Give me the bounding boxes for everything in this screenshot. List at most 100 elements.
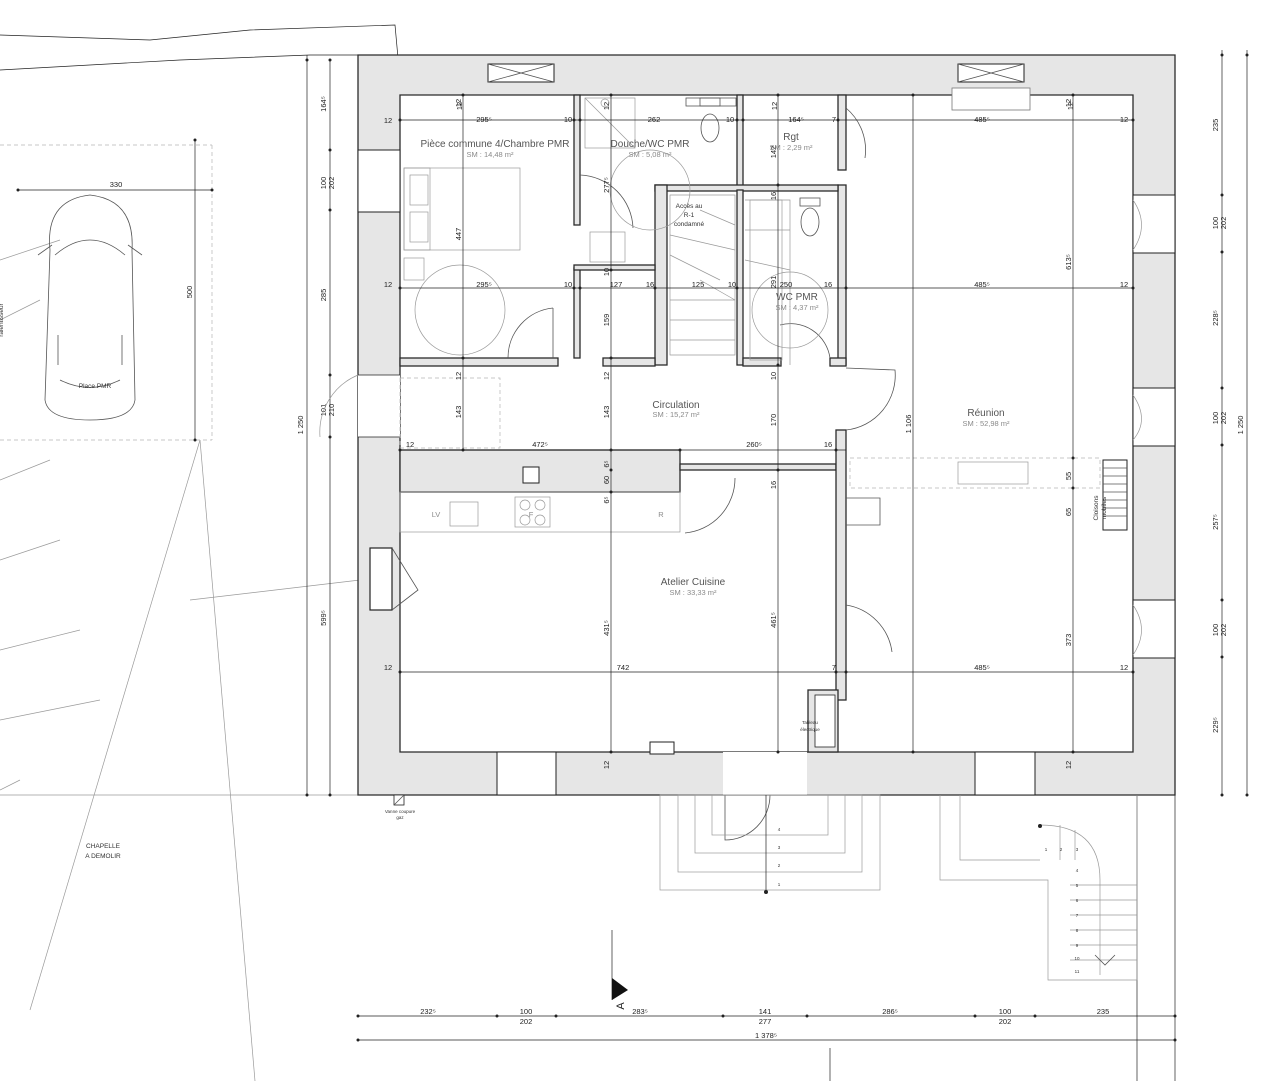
dim-v16a: 16 xyxy=(769,192,778,200)
dim-bb9: 202 xyxy=(999,1017,1012,1026)
place-pmr-label: Place PMR xyxy=(79,383,112,390)
dim-v143a: 143 xyxy=(454,406,463,419)
dim-r6: 125 xyxy=(692,280,705,289)
dim-r3: 10 xyxy=(564,280,572,289)
dim-t-12r: 12 xyxy=(1066,102,1075,110)
dim-t1: 12 xyxy=(384,116,392,125)
fixture-f: F xyxy=(529,510,534,519)
dim-v55: 55 xyxy=(1064,472,1073,480)
dim-c3: 260⁵ xyxy=(746,440,762,449)
dim-rr5: 100 xyxy=(1211,412,1220,425)
fixture-r: R xyxy=(658,510,664,519)
dim-v291: 291 xyxy=(769,276,778,289)
dim-l4: 285 xyxy=(319,289,328,302)
dim-v12f: 12 xyxy=(1064,761,1073,769)
stair-step-11: 11 xyxy=(1075,969,1080,974)
dim-c1: 12 xyxy=(406,440,414,449)
dim-t7: 164⁵ xyxy=(788,115,804,124)
left-dimensions: 164⁵ 100 202 285 101 210 599⁵ 1 250 xyxy=(296,55,336,797)
stair-step-4: 4 xyxy=(1076,868,1079,873)
tableau-label-1: Tableau xyxy=(802,720,818,725)
dim-rr3: 202 xyxy=(1219,217,1228,230)
dim-t10: 12 xyxy=(1120,115,1128,124)
right-dimensions: 235 100 202 228⁵ 100 202 257⁵ 100 202 22… xyxy=(1211,50,1249,797)
interior-dimension-lines xyxy=(398,93,1135,754)
dim-l3: 202 xyxy=(327,177,336,190)
dim-rr2: 100 xyxy=(1211,217,1220,230)
dim-v12e: 12 xyxy=(602,761,611,769)
dim-r7: 10 xyxy=(728,280,736,289)
dim-rr6: 202 xyxy=(1219,412,1228,425)
stair-step-9: 9 xyxy=(1076,943,1079,948)
outer-walls xyxy=(319,54,1176,796)
dim-v60: 60 xyxy=(602,476,611,484)
room-cuisine-area: SM : 33,33 m² xyxy=(669,588,717,597)
interior-walls xyxy=(399,94,847,753)
dim-c2: 472⁵ xyxy=(532,440,548,449)
fixtures xyxy=(399,97,1101,533)
stair-step-8: 8 xyxy=(1076,928,1079,933)
stair-step-2: 2 xyxy=(1060,847,1063,852)
front-step-4: 4 xyxy=(778,827,781,832)
dim-b1: 12 xyxy=(384,663,392,672)
room-rgt-name: Rgt xyxy=(783,132,799,143)
dim-l6: 210 xyxy=(327,404,336,417)
dimension-texts: 12 295⁵ 12 262 10 12 164⁵ 7 485⁵ 12 10 1… xyxy=(384,99,1128,769)
dim-l5: 101 xyxy=(319,404,328,417)
dim-bb8: 100 xyxy=(999,1007,1012,1016)
dim-rr4: 228⁵ xyxy=(1211,310,1220,326)
dim-rr11: 1 250 xyxy=(1236,416,1245,435)
fixture-lv: LV xyxy=(432,510,441,519)
vanne-label-1: Vanne coupure xyxy=(385,809,416,814)
tableau-label-2: électrique xyxy=(800,727,820,732)
dim-v10b: 10 xyxy=(769,372,778,380)
dim-t8: 7 xyxy=(832,115,836,124)
room-chambre-name: Pièce commune 4/Chambre PMR xyxy=(421,139,570,150)
acces-line2: R-1 xyxy=(684,212,695,219)
dim-v65: 65 xyxy=(1064,508,1073,516)
dim-v1106: 1 106 xyxy=(904,415,913,434)
dim-bb10: 235 xyxy=(1097,1007,1110,1016)
bottom-dimensions: 232⁵ 100 202 283⁵ 141 277 286⁵ 100 202 2… xyxy=(356,795,1177,1081)
chapelle-label-1: CHAPELLE xyxy=(86,843,121,850)
front-step-2: 2 xyxy=(778,863,781,868)
room-labels: Pièce commune 4/Chambre PMR SM : 14,48 m… xyxy=(385,132,1108,1010)
dim-b3: 7 xyxy=(832,663,836,672)
exterior-stairs xyxy=(611,794,1138,1000)
dim-v431: 431⁵ xyxy=(602,620,611,636)
room-reunion-area: SM : 52,98 m² xyxy=(962,419,1010,428)
dim-bb11: 1 378⁵ xyxy=(755,1031,777,1040)
dim-r10: 485⁵ xyxy=(974,280,990,289)
stair-step-10: 10 xyxy=(1074,956,1080,961)
dim-l7: 599⁵ xyxy=(319,610,328,626)
dim-bb5: 141 xyxy=(759,1007,772,1016)
dim-bb7: 286⁵ xyxy=(882,1007,898,1016)
dim-rr9: 202 xyxy=(1219,624,1228,637)
dim-v6a: 6⁵ xyxy=(602,460,611,467)
dim-v143b: 143 xyxy=(602,406,611,419)
section-marker: A xyxy=(615,1002,627,1010)
dim-t3: 12 xyxy=(455,102,464,110)
dim-bb2: 100 xyxy=(520,1007,533,1016)
dim-r2: 295⁵ xyxy=(476,280,492,289)
dim-b2: 742 xyxy=(617,663,630,672)
dim-t6: 12 xyxy=(770,102,779,110)
stair-step-1: 1 xyxy=(1045,847,1048,852)
dim-v159: 159 xyxy=(602,314,611,327)
dim-t-10b: 10 xyxy=(564,115,572,124)
room-circulation-area: SM : 15,27 m² xyxy=(652,410,700,419)
front-step-3: 3 xyxy=(778,845,781,850)
dim-v12top: 12 xyxy=(602,102,611,110)
dim-v461: 461⁵ xyxy=(769,612,778,628)
cloisons-label-2: mobiles xyxy=(1101,496,1108,519)
dim-v447: 447 xyxy=(454,228,463,241)
room-cuisine-name: Atelier Cuisine xyxy=(661,577,726,588)
dim-bb1: 232⁵ xyxy=(420,1007,436,1016)
stair-numbers: 1 2 3 4 5 6 7 8 9 10 11 1 2 3 4 xyxy=(778,827,1080,974)
dim-r1: 12 xyxy=(384,280,392,289)
doors xyxy=(507,107,896,841)
room-douche-area: SM : 5,08 m² xyxy=(629,150,672,159)
room-douche-name: Douche/WC PMR xyxy=(611,139,690,150)
left-cut-label: ralentisseur xyxy=(0,302,5,336)
dim-t4: 262 xyxy=(648,115,661,124)
